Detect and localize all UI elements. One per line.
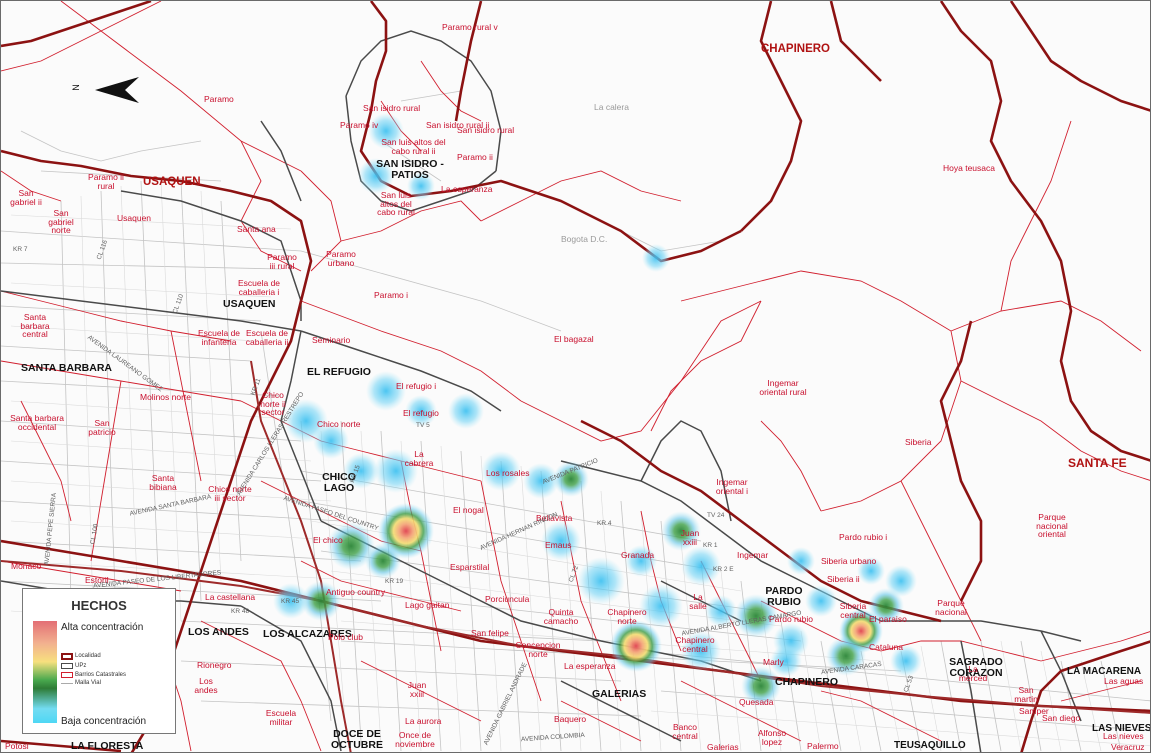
main-avenues	[1, 360, 1150, 752]
legend-title: HECHOS	[71, 598, 127, 613]
legend-color-ramp	[33, 621, 57, 723]
legend-upz-symbol	[61, 663, 73, 669]
legend-high-label: Alta concentración	[61, 622, 144, 633]
legend-low-label: Baja concentración	[61, 716, 147, 727]
map-legend: HECHOS Alta concentración Baja concentra…	[22, 588, 176, 734]
legend-item: Malla Vial	[75, 680, 101, 686]
legend-item: Barrios Catastrales	[75, 672, 127, 678]
legend-item: UPz	[75, 663, 87, 669]
legend-barrio-symbol	[61, 672, 73, 678]
legend-street-symbol	[61, 683, 73, 684]
north-arrow-icon	[95, 77, 139, 103]
legend-localidad-symbol	[61, 653, 73, 660]
north-arrow	[73, 75, 143, 110]
legend-item: Localidad	[75, 653, 101, 659]
upz-boundaries	[1, 30, 1082, 752]
heatmap-layer	[273, 113, 922, 706]
